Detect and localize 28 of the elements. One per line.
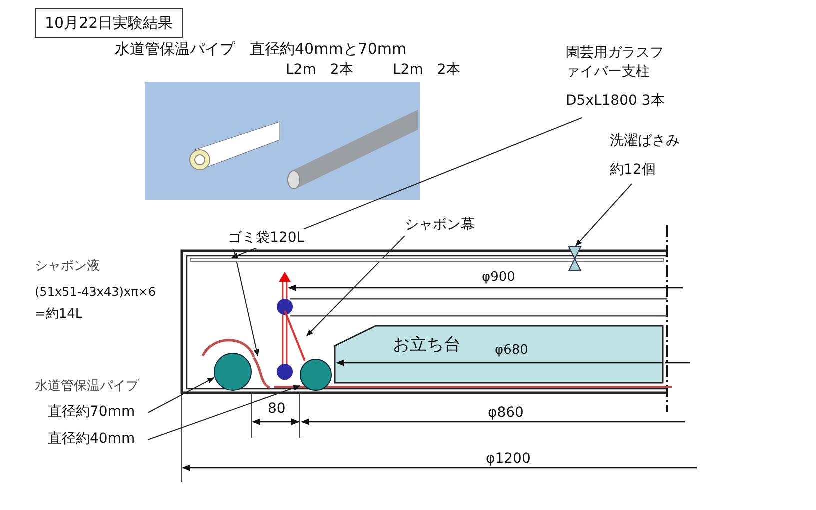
leader-line: [148, 378, 215, 414]
note-text: シャボン液: [35, 258, 100, 276]
dimension-label: φ680: [495, 342, 528, 359]
pipe-caption: 水道管保温パイプ 直径約40mmと70mm: [115, 40, 407, 58]
formula-text: (51x51-43x43)xπ×6: [35, 284, 156, 301]
bag-outline: [252, 356, 272, 390]
callout-text: ゴミ袋120L: [228, 229, 305, 248]
leader-line: [576, 184, 632, 247]
soap-film-line: [283, 309, 307, 363]
pipe-section: [214, 353, 252, 391]
note-text: 水道管保温パイプ: [35, 378, 139, 396]
dimension-label: φ900: [482, 269, 516, 287]
title-box: 10月22日実験結果: [35, 8, 184, 38]
note-text: =約14L: [35, 306, 83, 324]
quantity-note: L2m 2本: [393, 61, 460, 79]
node-label: 園芸用ガラスファイバー支柱: [566, 45, 664, 80]
leader-line: [234, 248, 260, 357]
leader-line: [148, 385, 301, 440]
clothespin-icon: [568, 246, 582, 272]
dimension-label: 80: [268, 400, 286, 418]
dimension-label: φ860: [488, 404, 524, 422]
platform-label: お立ち台: [393, 335, 461, 355]
leader-line: [306, 236, 406, 336]
pipe-section: [300, 359, 332, 391]
quantity-note: L2m 2本: [286, 61, 354, 79]
support-rod: [190, 258, 664, 262]
dimension-label: φ1200: [486, 450, 531, 468]
platform-shape: [334, 325, 664, 384]
